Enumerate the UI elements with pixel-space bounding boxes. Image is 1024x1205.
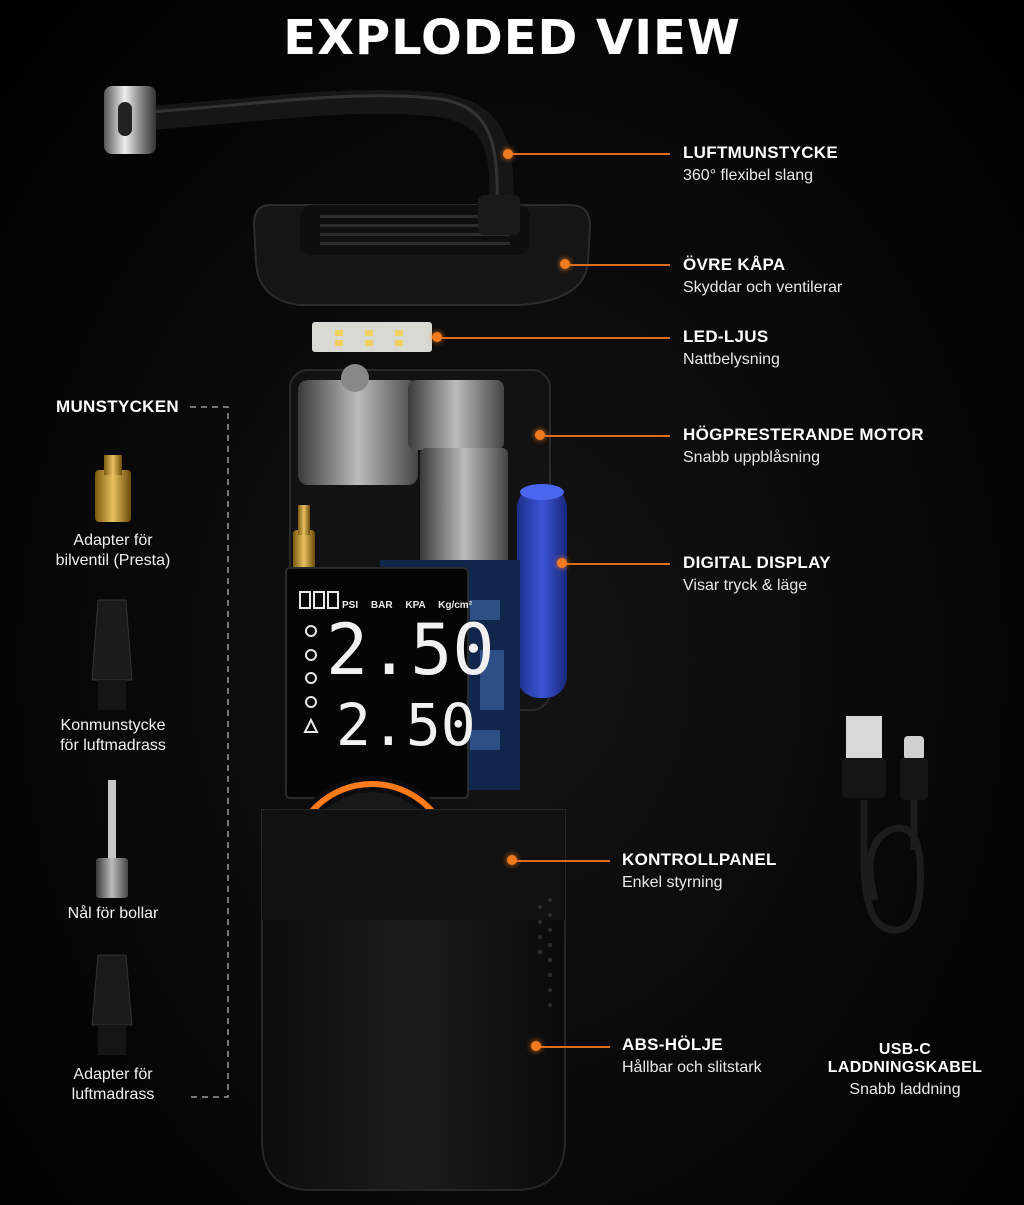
callout-heading: LED-LJUS bbox=[683, 327, 769, 346]
nozzle-label-line2: för luftmadrass bbox=[60, 737, 166, 754]
nozzle-label-line2: bilventil (Presta) bbox=[55, 552, 171, 569]
display-reading-bottom: 2.50 bbox=[336, 691, 476, 759]
callout-sub: 360° flexibel slang bbox=[683, 167, 814, 184]
callout-dot-motor bbox=[535, 430, 545, 440]
callout-heading: HÖGPRESTERANDE MOTOR bbox=[683, 425, 924, 444]
nozzle-label-line1: Nål för bollar bbox=[67, 905, 159, 922]
leader-line-luftmunstycke bbox=[508, 153, 670, 155]
callout-led: LED-LJUS Nattbelysning bbox=[683, 327, 780, 369]
callout-sub: Enkel styrning bbox=[622, 874, 723, 891]
callout-sub: Snabb uppblåsning bbox=[683, 449, 821, 466]
callout-dot-abs bbox=[531, 1041, 541, 1051]
callout-dot-ovre-kapa bbox=[560, 259, 570, 269]
unit-psi: PSI bbox=[342, 600, 359, 611]
callout-motor: HÖGPRESTERANDE MOTOR Snabb uppblåsning bbox=[683, 425, 924, 467]
callout-dot-luftmunstycke bbox=[503, 149, 513, 159]
callout-dot-led bbox=[432, 332, 442, 342]
callout-sub: Nattbelysning bbox=[683, 351, 780, 368]
callout-sub: Visar tryck & läge bbox=[683, 577, 808, 594]
nozzles-heading-text: MUNSTYCKEN bbox=[56, 397, 179, 416]
callout-kontrollpanel: KONTROLLPANEL Enkel styrning bbox=[622, 850, 777, 892]
leader-line-motor bbox=[540, 435, 670, 437]
leader-line-display bbox=[562, 563, 670, 565]
callout-heading: DIGITAL DISPLAY bbox=[683, 553, 831, 572]
unit-kgcm2: Kg/cm² bbox=[438, 600, 473, 611]
callout-heading: USB-C LADDNINGSKABEL bbox=[827, 1041, 983, 1076]
callout-luftmunstycke: LUFTMUNSTYCKE 360° flexibel slang bbox=[683, 143, 838, 185]
nozzles-heading: MUNSTYCKEN bbox=[56, 397, 179, 417]
callout-heading: ÖVRE KÅPA bbox=[683, 255, 786, 274]
unit-kpa: KPA bbox=[405, 600, 426, 611]
callout-display: DIGITAL DISPLAY Visar tryck & läge bbox=[683, 553, 831, 595]
nozzle-label-line1: Adapter för bbox=[73, 532, 153, 549]
callout-ovre-kapa: ÖVRE KÅPA Skyddar och ventilerar bbox=[683, 255, 842, 297]
callout-sub: Snabb laddning bbox=[849, 1081, 961, 1098]
callout-heading: ABS-HÖLJE bbox=[622, 1035, 723, 1054]
leader-line-kontrollpanel bbox=[512, 860, 610, 862]
callout-dot-kontrollpanel bbox=[507, 855, 517, 865]
display-units: PSI BAR KPA Kg/cm² bbox=[342, 600, 472, 611]
callout-heading: KONTROLLPANEL bbox=[622, 850, 777, 869]
display-reading-top: 2.50 bbox=[326, 609, 495, 691]
callout-sub: Skyddar och ventilerar bbox=[683, 279, 843, 296]
leader-line-abs bbox=[536, 1046, 610, 1048]
nozzle-label-line2: luftmadrass bbox=[71, 1086, 155, 1103]
callout-abs: ABS-HÖLJE Hållbar och slitstark bbox=[622, 1035, 762, 1077]
callout-sub: Hållbar och slitstark bbox=[622, 1059, 762, 1076]
callout-heading: LUFTMUNSTYCKE bbox=[683, 143, 838, 162]
nozzle-presta-adapter: Adapter för bilventil (Presta) bbox=[38, 531, 188, 571]
nozzle-mattress-adapter: Adapter för luftmadrass bbox=[38, 1065, 188, 1105]
unit-bar: BAR bbox=[370, 600, 393, 611]
page-title: EXPLODED VIEW bbox=[283, 10, 741, 66]
callout-dot-display bbox=[557, 558, 567, 568]
nozzle-label-line1: Adapter för bbox=[73, 1066, 153, 1083]
leader-line-ovre-kapa bbox=[565, 264, 670, 266]
callout-usb-cable: USB-C LADDNINGSKABEL Snabb laddning bbox=[800, 1041, 1010, 1099]
nozzle-cone: Konmunstycke för luftmadrass bbox=[38, 716, 188, 756]
nozzle-label-line1: Konmunstycke bbox=[60, 717, 166, 734]
nozzle-ball-needle: Nål för bollar bbox=[38, 904, 188, 924]
leader-line-led bbox=[437, 337, 670, 339]
